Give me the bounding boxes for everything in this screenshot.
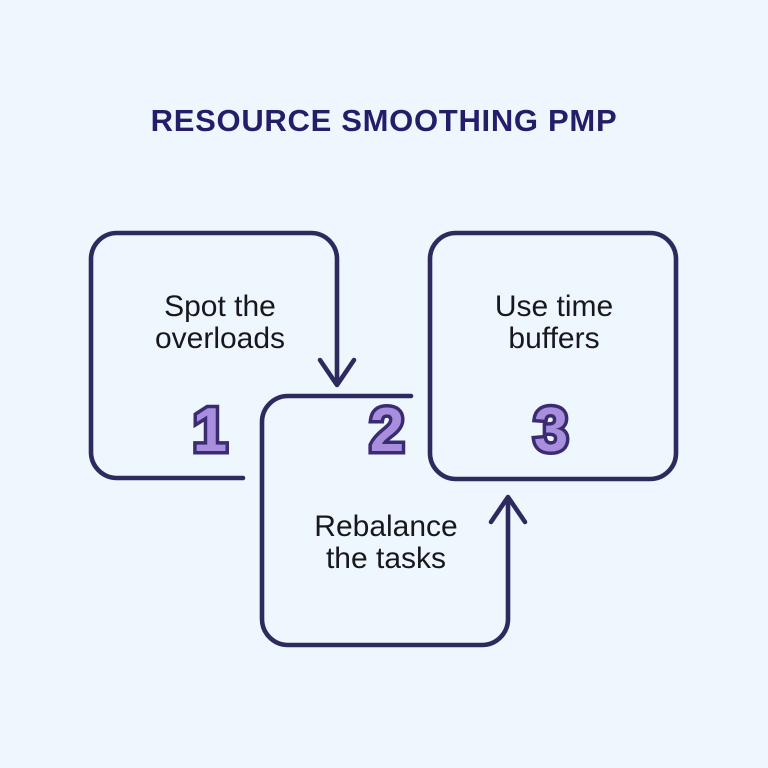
- arrow-step1-to-step2-head: [317, 357, 357, 388]
- step-3-label: Use time buffers: [494, 290, 614, 356]
- step-box-2-outline: [259, 393, 511, 648]
- step-3-number-glyph: 3: [530, 396, 572, 465]
- step-2-label: Rebalance the tasks: [314, 510, 458, 576]
- step-box-3-outline: [427, 230, 679, 482]
- step-1-number: 1: [175, 396, 245, 465]
- arrow-step2-to-step3-head: [488, 494, 528, 525]
- step-2-number: 2: [352, 396, 422, 465]
- step-1-label: Spot the overloads: [154, 290, 286, 356]
- step-2-number-glyph: 2: [366, 396, 408, 465]
- step-1-number-glyph: 1: [189, 396, 231, 465]
- page-title: RESOURCE SMOOTHING PMP: [150, 103, 618, 138]
- step-3-number: 3: [516, 396, 586, 465]
- step-box-1-outline: [88, 230, 340, 481]
